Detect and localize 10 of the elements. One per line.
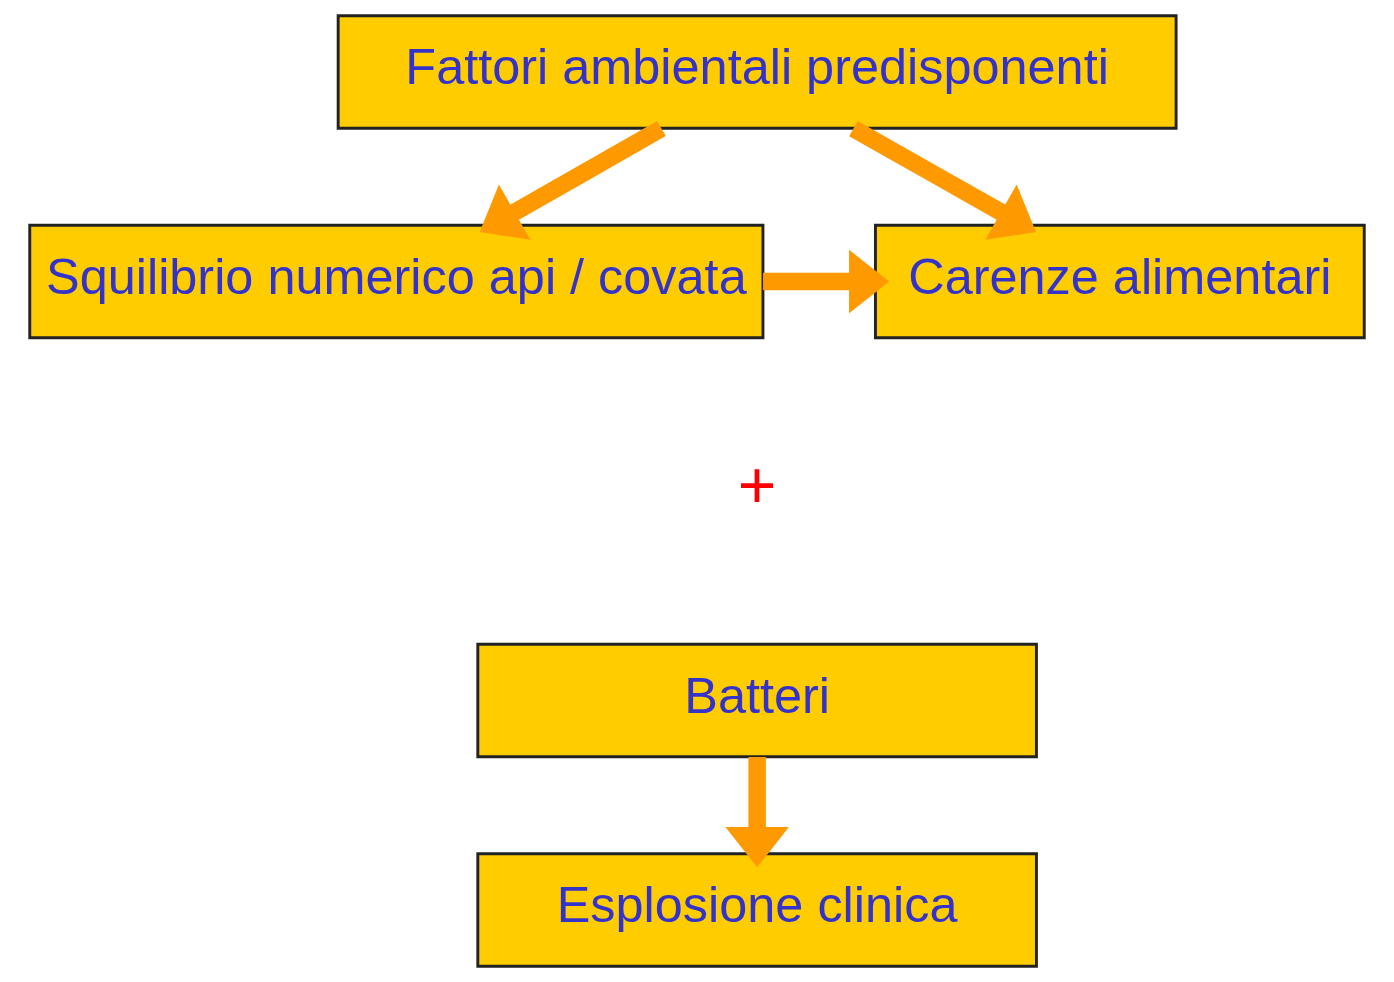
arrow [725,757,789,868]
arrow [763,249,890,314]
node-box: Esplosione clinica [476,852,1038,968]
label: + [737,447,777,522]
node-box: Squilibrio numerico api / covata [28,223,765,340]
node-box: Batteri [476,642,1038,759]
node-box: Fattori ambientali predisponenti [336,14,1178,130]
arrow [849,120,1037,240]
node-box: Carenze alimentari [874,223,1366,340]
arrow [479,120,666,240]
